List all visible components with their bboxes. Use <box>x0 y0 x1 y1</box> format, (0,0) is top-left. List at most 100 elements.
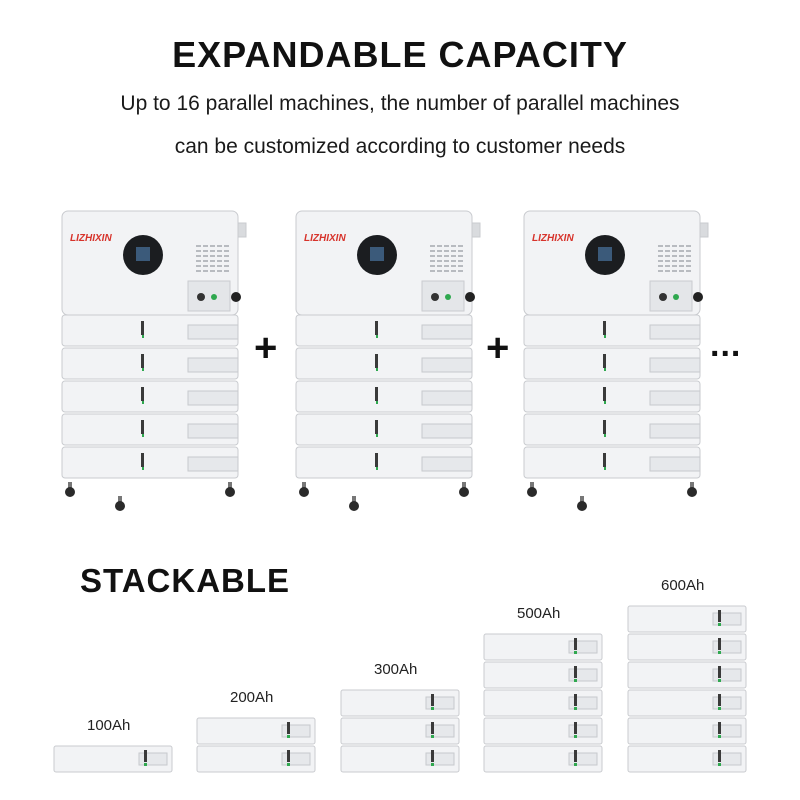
power-connector <box>693 292 703 302</box>
module-indicator <box>574 666 577 678</box>
module-handle <box>138 752 168 766</box>
module-handle <box>649 390 701 406</box>
module-handle <box>712 696 742 710</box>
module-handle <box>187 324 239 340</box>
module-indicator <box>375 453 378 467</box>
capacity-label: 300Ah <box>374 661 418 678</box>
module-handle <box>712 612 742 626</box>
module-handle <box>421 357 473 373</box>
page-title: EXPANDABLE CAPACITY <box>172 34 628 75</box>
module-indicator <box>603 420 606 434</box>
caster-wheel <box>225 487 235 497</box>
module-handle <box>281 724 311 738</box>
battery-stack <box>53 745 173 773</box>
battery-stack <box>196 717 316 773</box>
module-handle <box>649 357 701 373</box>
module-indicator <box>431 694 434 706</box>
module-indicator <box>718 610 721 622</box>
side-handle <box>471 222 481 238</box>
module-indicator <box>574 750 577 762</box>
display-lcd <box>370 247 384 261</box>
module-handle <box>649 423 701 439</box>
battery-stack <box>483 633 603 773</box>
module-indicator <box>287 722 290 734</box>
module-handle <box>421 390 473 406</box>
module-handle <box>568 696 598 710</box>
module-indicator <box>144 750 147 762</box>
module-handle <box>568 640 598 654</box>
module-handle <box>425 696 455 710</box>
caster-wheel <box>577 501 587 511</box>
caster-wheel <box>527 487 537 497</box>
caster-wheel <box>299 487 309 497</box>
module-handle <box>421 324 473 340</box>
module-handle <box>187 456 239 472</box>
battery-unit: LIZHIXIN <box>523 210 709 511</box>
module-indicator <box>375 321 378 335</box>
plus-sign-1: + <box>254 326 278 370</box>
module-handle <box>425 724 455 738</box>
module-indicator <box>718 750 721 762</box>
plus-sign-2: + <box>486 326 510 370</box>
module-indicator <box>431 750 434 762</box>
caster-wheel <box>687 487 697 497</box>
module-indicator <box>718 666 721 678</box>
port-panel <box>187 280 231 312</box>
module-indicator <box>141 321 144 335</box>
module-indicator <box>603 453 606 467</box>
battery-unit: LIZHIXIN <box>295 210 481 511</box>
module-indicator <box>431 722 434 734</box>
module-indicator <box>603 387 606 401</box>
side-handle <box>699 222 709 238</box>
port-panel <box>649 280 693 312</box>
display-lcd <box>598 247 612 261</box>
module-handle <box>568 752 598 766</box>
module-indicator <box>603 354 606 368</box>
module-indicator <box>375 387 378 401</box>
module-handle <box>712 752 742 766</box>
module-indicator <box>141 354 144 368</box>
capacity-label: 500Ah <box>517 605 561 622</box>
module-indicator <box>574 638 577 650</box>
ellipsis-more: ... <box>710 326 742 364</box>
caster-wheel <box>459 487 469 497</box>
battery-stack <box>340 689 460 773</box>
power-connector <box>465 292 475 302</box>
module-handle <box>649 324 701 340</box>
module-indicator <box>718 638 721 650</box>
brand-logo: LIZHIXIN <box>532 233 574 244</box>
module-handle <box>281 752 311 766</box>
module-indicator <box>574 694 577 706</box>
module-handle <box>568 724 598 738</box>
module-handle <box>649 456 701 472</box>
module-indicator <box>141 453 144 467</box>
module-indicator <box>574 722 577 734</box>
module-handle <box>187 357 239 373</box>
module-handle <box>712 640 742 654</box>
battery-unit: LIZHIXIN <box>61 210 247 511</box>
module-indicator <box>141 387 144 401</box>
display-lcd <box>136 247 150 261</box>
caster-wheel <box>115 501 125 511</box>
capacity-label: 600Ah <box>661 577 705 594</box>
module-handle <box>187 390 239 406</box>
module-indicator <box>718 694 721 706</box>
caster-wheel <box>349 501 359 511</box>
subtitle-line-1: Up to 16 parallel machines, the number o… <box>120 92 680 115</box>
module-indicator <box>718 722 721 734</box>
module-indicator <box>603 321 606 335</box>
module-handle <box>187 423 239 439</box>
module-handle <box>712 668 742 682</box>
module-handle <box>421 456 473 472</box>
brand-logo: LIZHIXIN <box>304 233 346 244</box>
capacity-label: 200Ah <box>230 689 274 706</box>
brand-logo: LIZHIXIN <box>70 233 112 244</box>
power-connector <box>231 292 241 302</box>
subtitle-line-2: can be customized according to customer … <box>174 135 626 158</box>
battery-stack <box>627 605 747 773</box>
side-handle <box>237 222 247 238</box>
module-indicator <box>141 420 144 434</box>
capacity-label: 100Ah <box>87 717 131 734</box>
module-indicator <box>375 420 378 434</box>
module-indicator <box>287 750 290 762</box>
